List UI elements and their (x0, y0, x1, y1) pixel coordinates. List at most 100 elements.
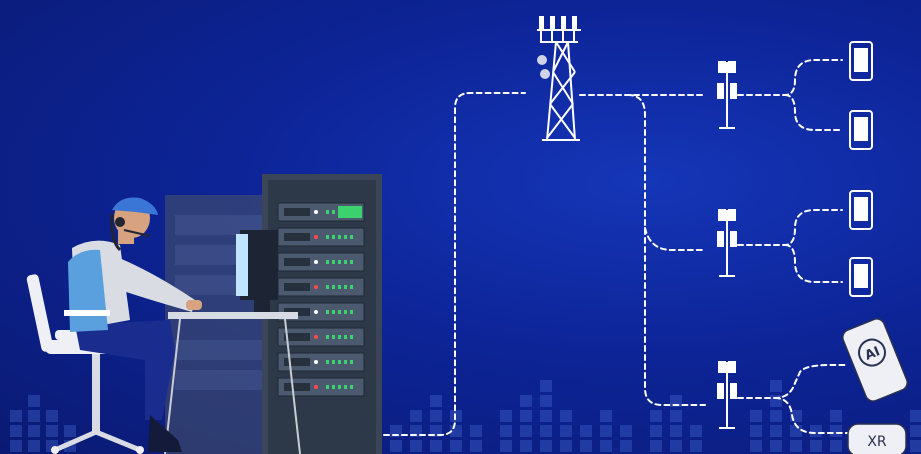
eq-square (620, 440, 632, 452)
antenna-panel (550, 16, 555, 30)
eq-square (560, 410, 572, 422)
cell-link-6 (774, 397, 849, 434)
smartphone-icon (849, 41, 873, 81)
small-cell-icon (717, 209, 737, 277)
eq-square (28, 395, 40, 407)
engineer-figure (64, 197, 202, 452)
eq-square (790, 440, 802, 452)
eq-square (670, 395, 682, 407)
small-cell-icon (717, 61, 737, 129)
cell-link-5 (737, 364, 849, 399)
eq-square (910, 425, 921, 437)
eq-square (450, 440, 462, 452)
eq-square (580, 440, 592, 452)
eq-square (770, 440, 782, 452)
eq-square (830, 440, 842, 452)
eq-square (810, 425, 822, 437)
eq-square (540, 440, 552, 452)
rack-unit (277, 352, 365, 372)
eq-square (500, 425, 512, 437)
eq-square (46, 410, 58, 422)
eq-square (64, 425, 76, 437)
eq-square (670, 410, 682, 422)
cell-tower-icon (537, 16, 581, 141)
eq-square (500, 410, 512, 422)
eq-square (600, 440, 612, 452)
monitor-icon (236, 230, 278, 312)
xr-headset-label: XR (867, 434, 887, 450)
rack-unit (277, 302, 365, 322)
eq-square (750, 410, 762, 422)
tower-link-middle (644, 227, 706, 251)
eq-square (670, 440, 682, 452)
eq-square (750, 440, 762, 452)
eq-square (520, 395, 532, 407)
eq-square (670, 425, 682, 437)
eq-square (520, 440, 532, 452)
tower-link-trunk (627, 94, 706, 406)
network-links (383, 59, 849, 436)
eq-square (10, 425, 22, 437)
antenna-panel (561, 16, 566, 30)
ai-device-icon: AI (842, 318, 908, 402)
eq-square (430, 395, 442, 407)
xr-headset-icon: XR (847, 423, 907, 454)
rack-unit (277, 252, 365, 272)
eq-square (790, 425, 802, 437)
eq-square (500, 440, 512, 452)
cell-link-3 (737, 209, 843, 246)
eq-square (540, 395, 552, 407)
small-cell-icon (717, 361, 737, 429)
eq-square (28, 425, 40, 437)
rack-status-panel (338, 206, 362, 218)
eq-square (650, 440, 662, 452)
rack-unit (277, 377, 365, 397)
eq-square (770, 380, 782, 392)
eq-square (650, 425, 662, 437)
eq-square (470, 425, 482, 437)
eq-square (28, 410, 40, 422)
eq-square (430, 410, 442, 422)
eq-square (520, 410, 532, 422)
eq-square (690, 425, 702, 437)
eq-square (540, 380, 552, 392)
eq-square (770, 395, 782, 407)
antenna-panel (539, 16, 544, 30)
eq-square (560, 425, 572, 437)
eq-square (520, 425, 532, 437)
eq-square (600, 425, 612, 437)
eq-square (620, 425, 632, 437)
ai-device-label: AI (863, 344, 882, 363)
smartphones (849, 41, 873, 297)
rack-unit (277, 277, 365, 297)
eq-square (690, 440, 702, 452)
backhaul-link (383, 92, 526, 436)
eq-square (650, 410, 662, 422)
eq-square (28, 440, 40, 452)
eq-square (10, 440, 22, 452)
eq-square (10, 410, 22, 422)
eq-square (770, 410, 782, 422)
eq-square (600, 410, 612, 422)
eq-square (390, 440, 402, 452)
smartphone-icon (849, 190, 873, 230)
background-server-rack (165, 195, 275, 454)
cell-link-2 (784, 94, 843, 131)
smartphone-icon (849, 257, 873, 297)
eq-square (770, 425, 782, 437)
small-cells (717, 61, 737, 429)
eq-square (830, 425, 842, 437)
eq-square (910, 440, 921, 452)
smartphone-icon (849, 110, 873, 150)
eq-square (830, 410, 842, 422)
rack-unit (277, 227, 365, 247)
eq-square (560, 440, 572, 452)
eq-square (410, 410, 422, 422)
antenna-panel (572, 16, 577, 30)
eq-square (540, 410, 552, 422)
eq-square (46, 425, 58, 437)
eq-square (470, 440, 482, 452)
eq-square (810, 440, 822, 452)
